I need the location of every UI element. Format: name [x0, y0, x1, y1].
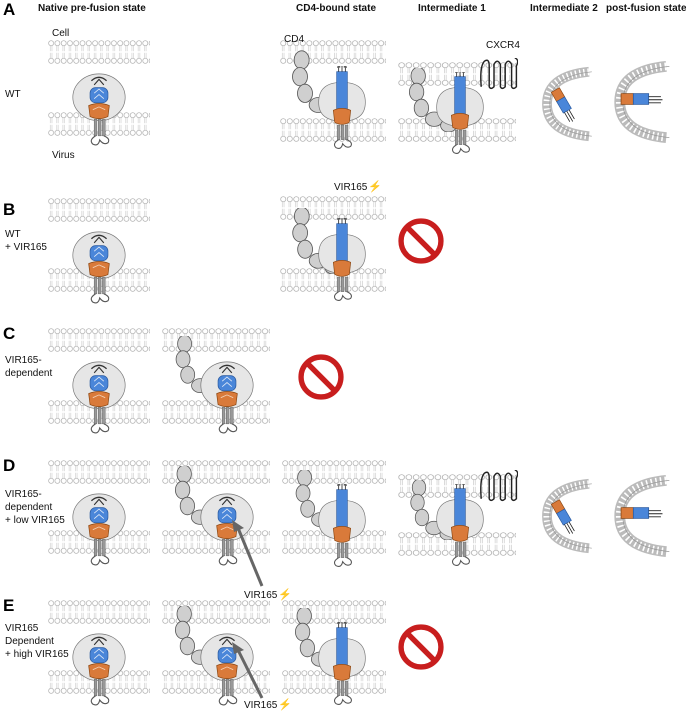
cxcr4-label: CXCR4 — [486, 40, 520, 51]
cell-membrane — [48, 460, 150, 484]
condition-wt: WT — [5, 89, 21, 100]
cell-membrane — [48, 198, 150, 222]
env-trimer — [200, 633, 254, 706]
condition-wt-vir165: WT + VIR165 — [5, 228, 47, 254]
cell-membrane — [48, 600, 150, 624]
vir165-bolt-icon: ⚡ — [278, 699, 293, 711]
env-trimer — [72, 633, 126, 706]
cd4-label: CD4 — [284, 34, 305, 45]
cell-membrane — [48, 40, 150, 64]
condition-line-2: dependent — [5, 368, 53, 379]
vir165-label: VIR165⚡ — [244, 698, 292, 711]
fusing-membrane — [547, 484, 592, 548]
fusing-membrane — [547, 72, 592, 136]
virus-label: Virus — [52, 150, 75, 161]
panel-letter-e: E — [3, 596, 15, 615]
vir165-text: VIR165 — [334, 182, 368, 193]
header-cd4-bound: CD4-bound state — [296, 3, 376, 14]
pointer-arrow — [236, 527, 264, 587]
condition-low-vir165: VIR165- dependent + low VIR165 — [5, 488, 65, 527]
vir165-label: VIR165⚡ — [334, 180, 382, 193]
condition-line-2: Dependent — [5, 636, 54, 647]
arrow-head — [232, 642, 244, 654]
header-native: Native pre-fusion state — [38, 3, 146, 14]
no-entry-sign — [401, 627, 441, 667]
env-trimer — [72, 231, 126, 304]
six-helix-bundle — [620, 93, 663, 105]
panel-letter-b: B — [3, 200, 16, 219]
pointer-arrow — [236, 649, 264, 699]
condition-vir165-dependent: VIR165- dependent — [5, 354, 52, 380]
condition-line-2: dependent — [5, 502, 53, 513]
condition-line-3: + low VIR165 — [5, 515, 65, 526]
cell-membrane — [48, 328, 150, 352]
condition-high-vir165: VIR165 Dependent + high VIR165 — [5, 622, 69, 661]
no-entry-sign — [301, 357, 341, 397]
row-a — [48, 40, 669, 154]
row-d — [48, 460, 669, 587]
condition-line-1: VIR165 — [5, 623, 39, 634]
arrow-head — [232, 520, 244, 532]
condition-line-3: + high VIR165 — [5, 649, 69, 660]
condition-line-2: + VIR165 — [5, 242, 47, 253]
condition-line-1: VIR165- — [5, 355, 42, 366]
env-trimer — [72, 493, 126, 566]
vir165-bolt-icon: ⚡ — [368, 181, 383, 193]
vir165-text: VIR165 — [244, 700, 278, 711]
panel-letter-c: C — [3, 324, 16, 343]
vir165-bolt-icon: ⚡ — [278, 589, 293, 601]
vir165-label: VIR165⚡ — [244, 588, 292, 601]
row-e — [48, 600, 441, 706]
six-helix-bundle — [620, 507, 663, 519]
virus-membrane — [280, 118, 386, 142]
header-post-fusion: post-fusion state — [606, 3, 686, 14]
row-b — [48, 196, 441, 304]
vir165-text: VIR165 — [244, 590, 278, 601]
header-intermediate-1: Intermediate 1 — [418, 3, 486, 14]
cell-label: Cell — [52, 28, 70, 39]
row-c — [48, 328, 341, 434]
panel-letter-d: D — [3, 456, 16, 475]
condition-line-1: VIR165- — [5, 489, 42, 500]
condition-line-1: WT — [5, 229, 21, 240]
env-trimer — [200, 493, 254, 566]
panel-letter-a: A — [3, 0, 16, 19]
header-intermediate-2: Intermediate 2 — [530, 3, 598, 14]
no-entry-sign — [401, 221, 441, 261]
